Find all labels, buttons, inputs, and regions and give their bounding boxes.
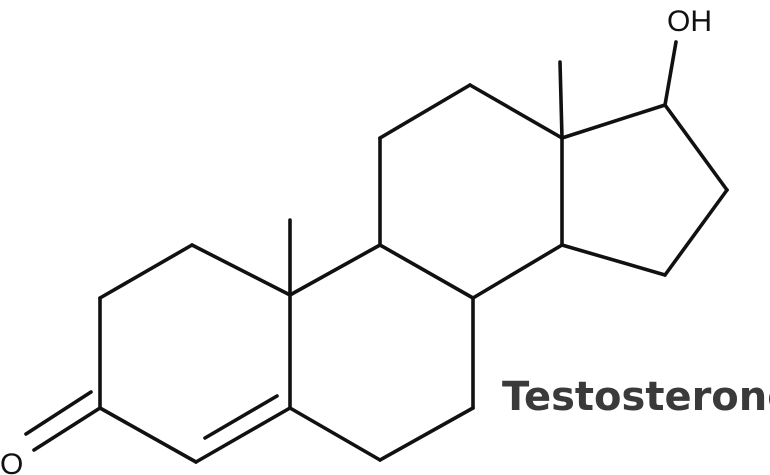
bond-b5 [288,406,382,462]
ring-c [378,83,564,300]
molecule-name: Testosterone [502,374,770,420]
bond-c2 [378,83,472,140]
bond-a1 [190,243,292,297]
hydroxyl-bond [663,40,678,107]
ring-d [560,103,729,277]
bond-d1 [560,103,667,140]
bond-c5 [471,243,564,300]
bond-d2 [663,103,729,192]
bond-b4 [378,406,475,462]
substituents [24,40,678,452]
bond-a5-double-inner [203,394,279,440]
methyl-bond-c13 [558,60,564,140]
ring-b [288,243,475,462]
bond-b2 [378,243,475,300]
bond-a5-double-outer [194,406,292,464]
hydroxyl-label: OH [667,5,712,38]
bond-a2 [98,243,194,300]
carbonyl-oxygen-label: O [0,448,23,475]
carbonyl-bond-outer [32,406,102,452]
ring-a [98,243,292,464]
bond-a4 [98,406,198,464]
bond-d3 [663,188,729,277]
bond-d4 [560,243,667,277]
bond-c3 [468,83,564,140]
carbonyl-bond-inner [24,390,93,436]
bond-b1 [288,243,382,297]
